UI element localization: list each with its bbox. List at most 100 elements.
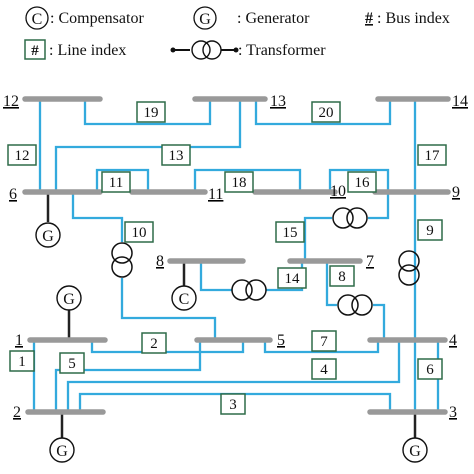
line-2-5 [54,340,202,412]
line-index-box-20: 20 [311,101,341,123]
line-index-box-12: 12 [7,144,37,166]
line-index-box-9: 9 [417,219,443,241]
line-index-box-5: 5 [59,352,85,374]
generators: G G G G C [35,222,428,463]
legend-bus-index: # : Bus index [365,10,450,27]
legend-compensator-symbol: C [32,11,43,28]
generator-icon: G [35,222,61,248]
generator-icon [193,6,217,30]
line-index-label: 13 [169,148,184,164]
line-index-box-17: 17 [417,144,447,166]
line-index-label: 16 [355,175,371,191]
line-index-label: 17 [425,148,441,164]
line-index-label: 9 [426,223,434,239]
line-index-label: 18 [232,175,247,191]
legend-line-symbol: # [31,43,39,59]
line-index-box-1: 1 [9,350,35,372]
legend: C : Compensator G : Generator # : Bus in… [24,6,450,60]
line-index-box-icon [24,39,46,60]
generator-bus-1-symbol: G [63,291,75,308]
line-index-label: 1 [18,354,26,370]
transformer-icon [111,242,133,278]
legend-line-index: # : Line index [24,39,126,60]
line-1-5 [90,340,245,354]
bus-label-11: 11 [208,186,223,203]
line-index-box-19: 19 [136,101,166,123]
bus-label-10: 10 [330,183,346,200]
bus-label-3: 3 [449,404,457,421]
legend-generator-symbol: G [199,11,211,28]
line-9-10 [328,168,390,192]
line-6-11 [95,168,150,192]
generator-icon: G [402,437,428,463]
line-index-label: 10 [132,225,147,241]
line-5-6-lower [120,278,217,340]
generator-icon: G [49,437,75,463]
bus-label-8: 8 [156,253,164,270]
line-13-14 [254,99,392,126]
line-index-label: 7 [320,334,328,350]
line-2-4 [66,340,401,412]
line-index-box-10: 10 [124,221,154,243]
bus-bars [22,96,451,415]
line-10-11 [193,168,302,192]
transmission-lines [32,99,440,412]
line-index-box-16: 16 [347,171,377,193]
line-index-box-6: 6 [417,358,443,380]
line-12-13 [83,99,212,126]
legend-transformer-label: : Transformer [238,42,326,59]
line-index-label: 15 [283,225,298,241]
transformer-icon [170,40,239,60]
line-index-label: 20 [319,105,334,121]
generator-bus-3-symbol: G [409,443,421,460]
transformer-icon [398,250,420,286]
line-index-label: 19 [144,105,159,121]
line-index-label: 14 [285,271,301,287]
compensator-icon: C [171,285,197,311]
line-6-13 [54,99,242,192]
legend-transformer: : Transformer [170,40,326,60]
line-index-box-13: 13 [161,144,191,166]
generator-icon: G [56,285,82,311]
line-index-box-11: 11 [101,171,131,193]
line-4-5 [263,340,380,354]
bus-labels: 12 13 14 6 11 10 9 8 7 1 5 4 2 3 [3,93,468,421]
legend-generator-label: : Generator [237,10,310,27]
bus-label-1: 1 [15,332,23,349]
bus-label-9: 9 [452,184,460,201]
compensator-bus-8-symbol: C [179,291,190,308]
legend-generator: G : Generator [193,6,310,30]
line-index-label: 8 [338,269,346,285]
line-5-6-upper [71,192,124,242]
line-7-8-left [199,261,232,292]
legend-compensator-label: : Compensator [50,10,144,27]
line-index-label: 12 [15,148,30,164]
line-7-9-upper [368,192,390,220]
line-index-box-8: 8 [329,265,355,287]
line-4-7-upper [325,261,337,307]
line-index-box-7: 7 [311,330,337,352]
legend-bus-label: : Bus index [377,10,450,27]
line-index-box-15: 15 [275,221,305,243]
bus-label-12: 12 [3,93,19,110]
line-index-boxes: 1 2 3 4 5 6 7 8 [7,101,447,415]
bus-label-5: 5 [277,332,285,349]
line-7-9-lower [303,216,332,261]
bus-label-13: 13 [270,93,286,110]
line-index-box-3: 3 [220,393,246,415]
legend-bus-symbol: # [365,10,373,27]
bus-label-2: 2 [13,404,21,421]
legend-compensator: C : Compensator [25,6,144,30]
bus-label-6: 6 [9,186,17,203]
line-index-label: 4 [320,362,328,378]
bus-label-14: 14 [452,93,468,110]
line-index-box-4: 4 [311,358,337,380]
compensator-icon [25,6,49,30]
line-index-label: 5 [68,356,76,372]
line-index-label: 6 [426,362,434,378]
device-stubs [46,192,417,438]
bus-label-4: 4 [449,332,457,349]
line-4-7-lower [373,303,386,340]
line-index-box-2: 2 [141,332,167,354]
